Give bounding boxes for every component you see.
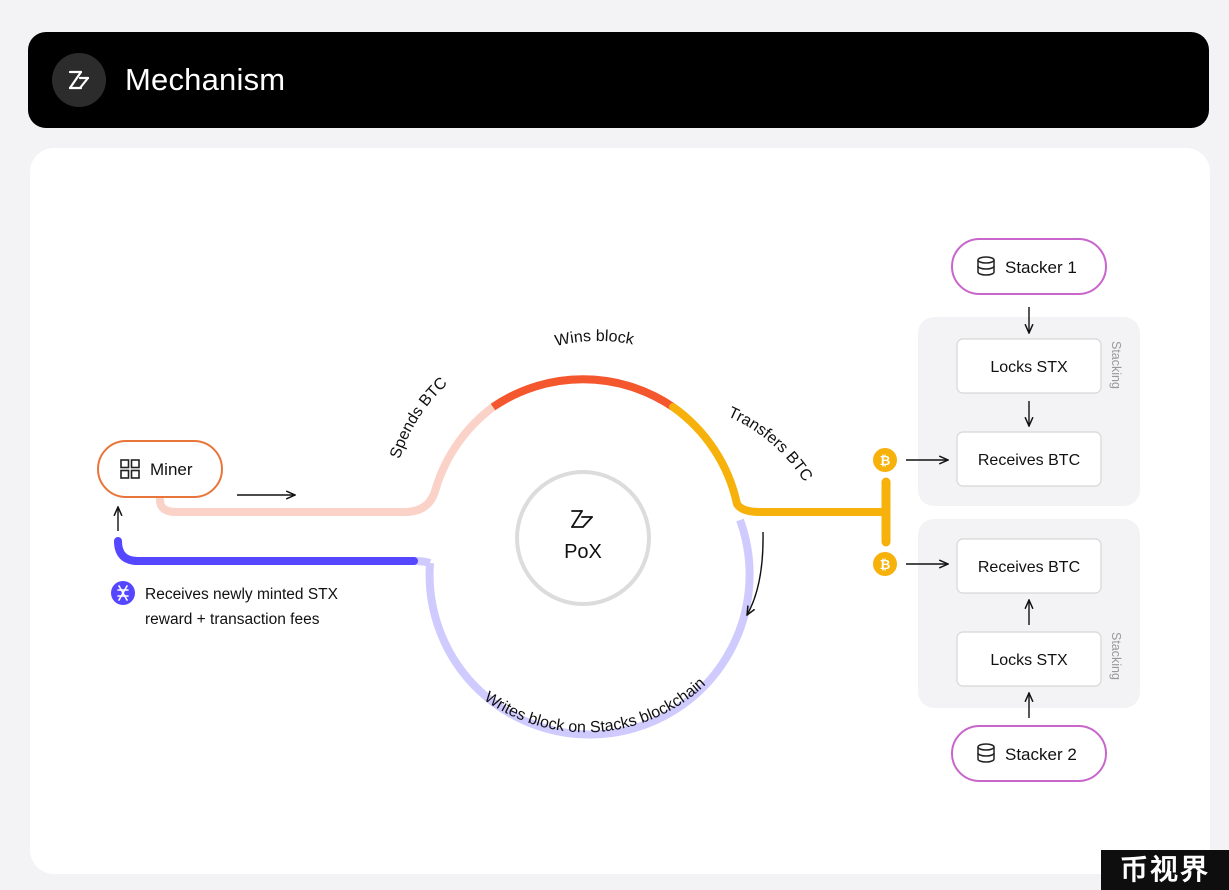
pox-logo-icon	[571, 510, 593, 528]
receives-btc-bottom-label: Receives BTC	[978, 559, 1080, 576]
receives-btc-top-label: Receives BTC	[978, 452, 1080, 469]
miner-label: Miner	[150, 460, 193, 479]
locks-stx-top-box	[956, 338, 1102, 394]
receives-btc-bottom-box	[956, 538, 1102, 594]
receives-btc-top-box	[956, 431, 1102, 487]
locks-stx-bottom-label: Locks STX	[990, 652, 1068, 669]
bitcoin-coin-icon-bottom	[873, 552, 897, 576]
database-icon	[977, 256, 995, 276]
header-bar: Mechanism	[28, 32, 1209, 128]
spends-btc-line	[156, 403, 497, 516]
wins-block-label: Wins block	[553, 328, 636, 350]
stacker-2-node[interactable]	[951, 725, 1107, 782]
pox-center-circle	[515, 470, 651, 606]
locks-stx-bottom-box	[956, 631, 1102, 687]
reward-text-line1: Receives newly minted STX	[145, 586, 339, 603]
svg-text:₿: ₿	[880, 558, 891, 573]
locks-stx-top-label: Locks STX	[990, 359, 1068, 376]
reward-return-line	[114, 537, 418, 565]
svg-text:₿: ₿	[880, 454, 891, 469]
stacker-2-label: Stacker 2	[1005, 745, 1077, 764]
pox-label: PoX	[564, 541, 602, 563]
reward-text-line2: reward + transaction fees	[145, 611, 320, 628]
stacking-label-bottom: Stacking	[1109, 632, 1123, 680]
stacking-label-top: Stacking	[1109, 341, 1123, 389]
miner-node[interactable]	[97, 440, 223, 498]
transfers-btc-line	[669, 403, 886, 516]
stacker-1-label: Stacker 1	[1005, 258, 1077, 277]
bitcoin-coin-icon-top	[873, 448, 897, 472]
flow-direction-arrow	[747, 531, 764, 615]
watermark: 币视界	[1101, 850, 1229, 890]
page-title: Mechanism	[125, 62, 286, 97]
transfers-btc-label: Transfers BTC	[726, 404, 816, 485]
writes-block-label: Writes block on Stacks blockchain	[481, 675, 709, 737]
grid-icon	[120, 459, 140, 479]
stacker-1-node[interactable]	[951, 238, 1107, 295]
spends-btc-label: Spends BTC	[387, 374, 450, 460]
wins-block-arc	[490, 375, 676, 411]
database-icon	[977, 743, 995, 763]
stacks-logo-icon	[52, 53, 106, 107]
